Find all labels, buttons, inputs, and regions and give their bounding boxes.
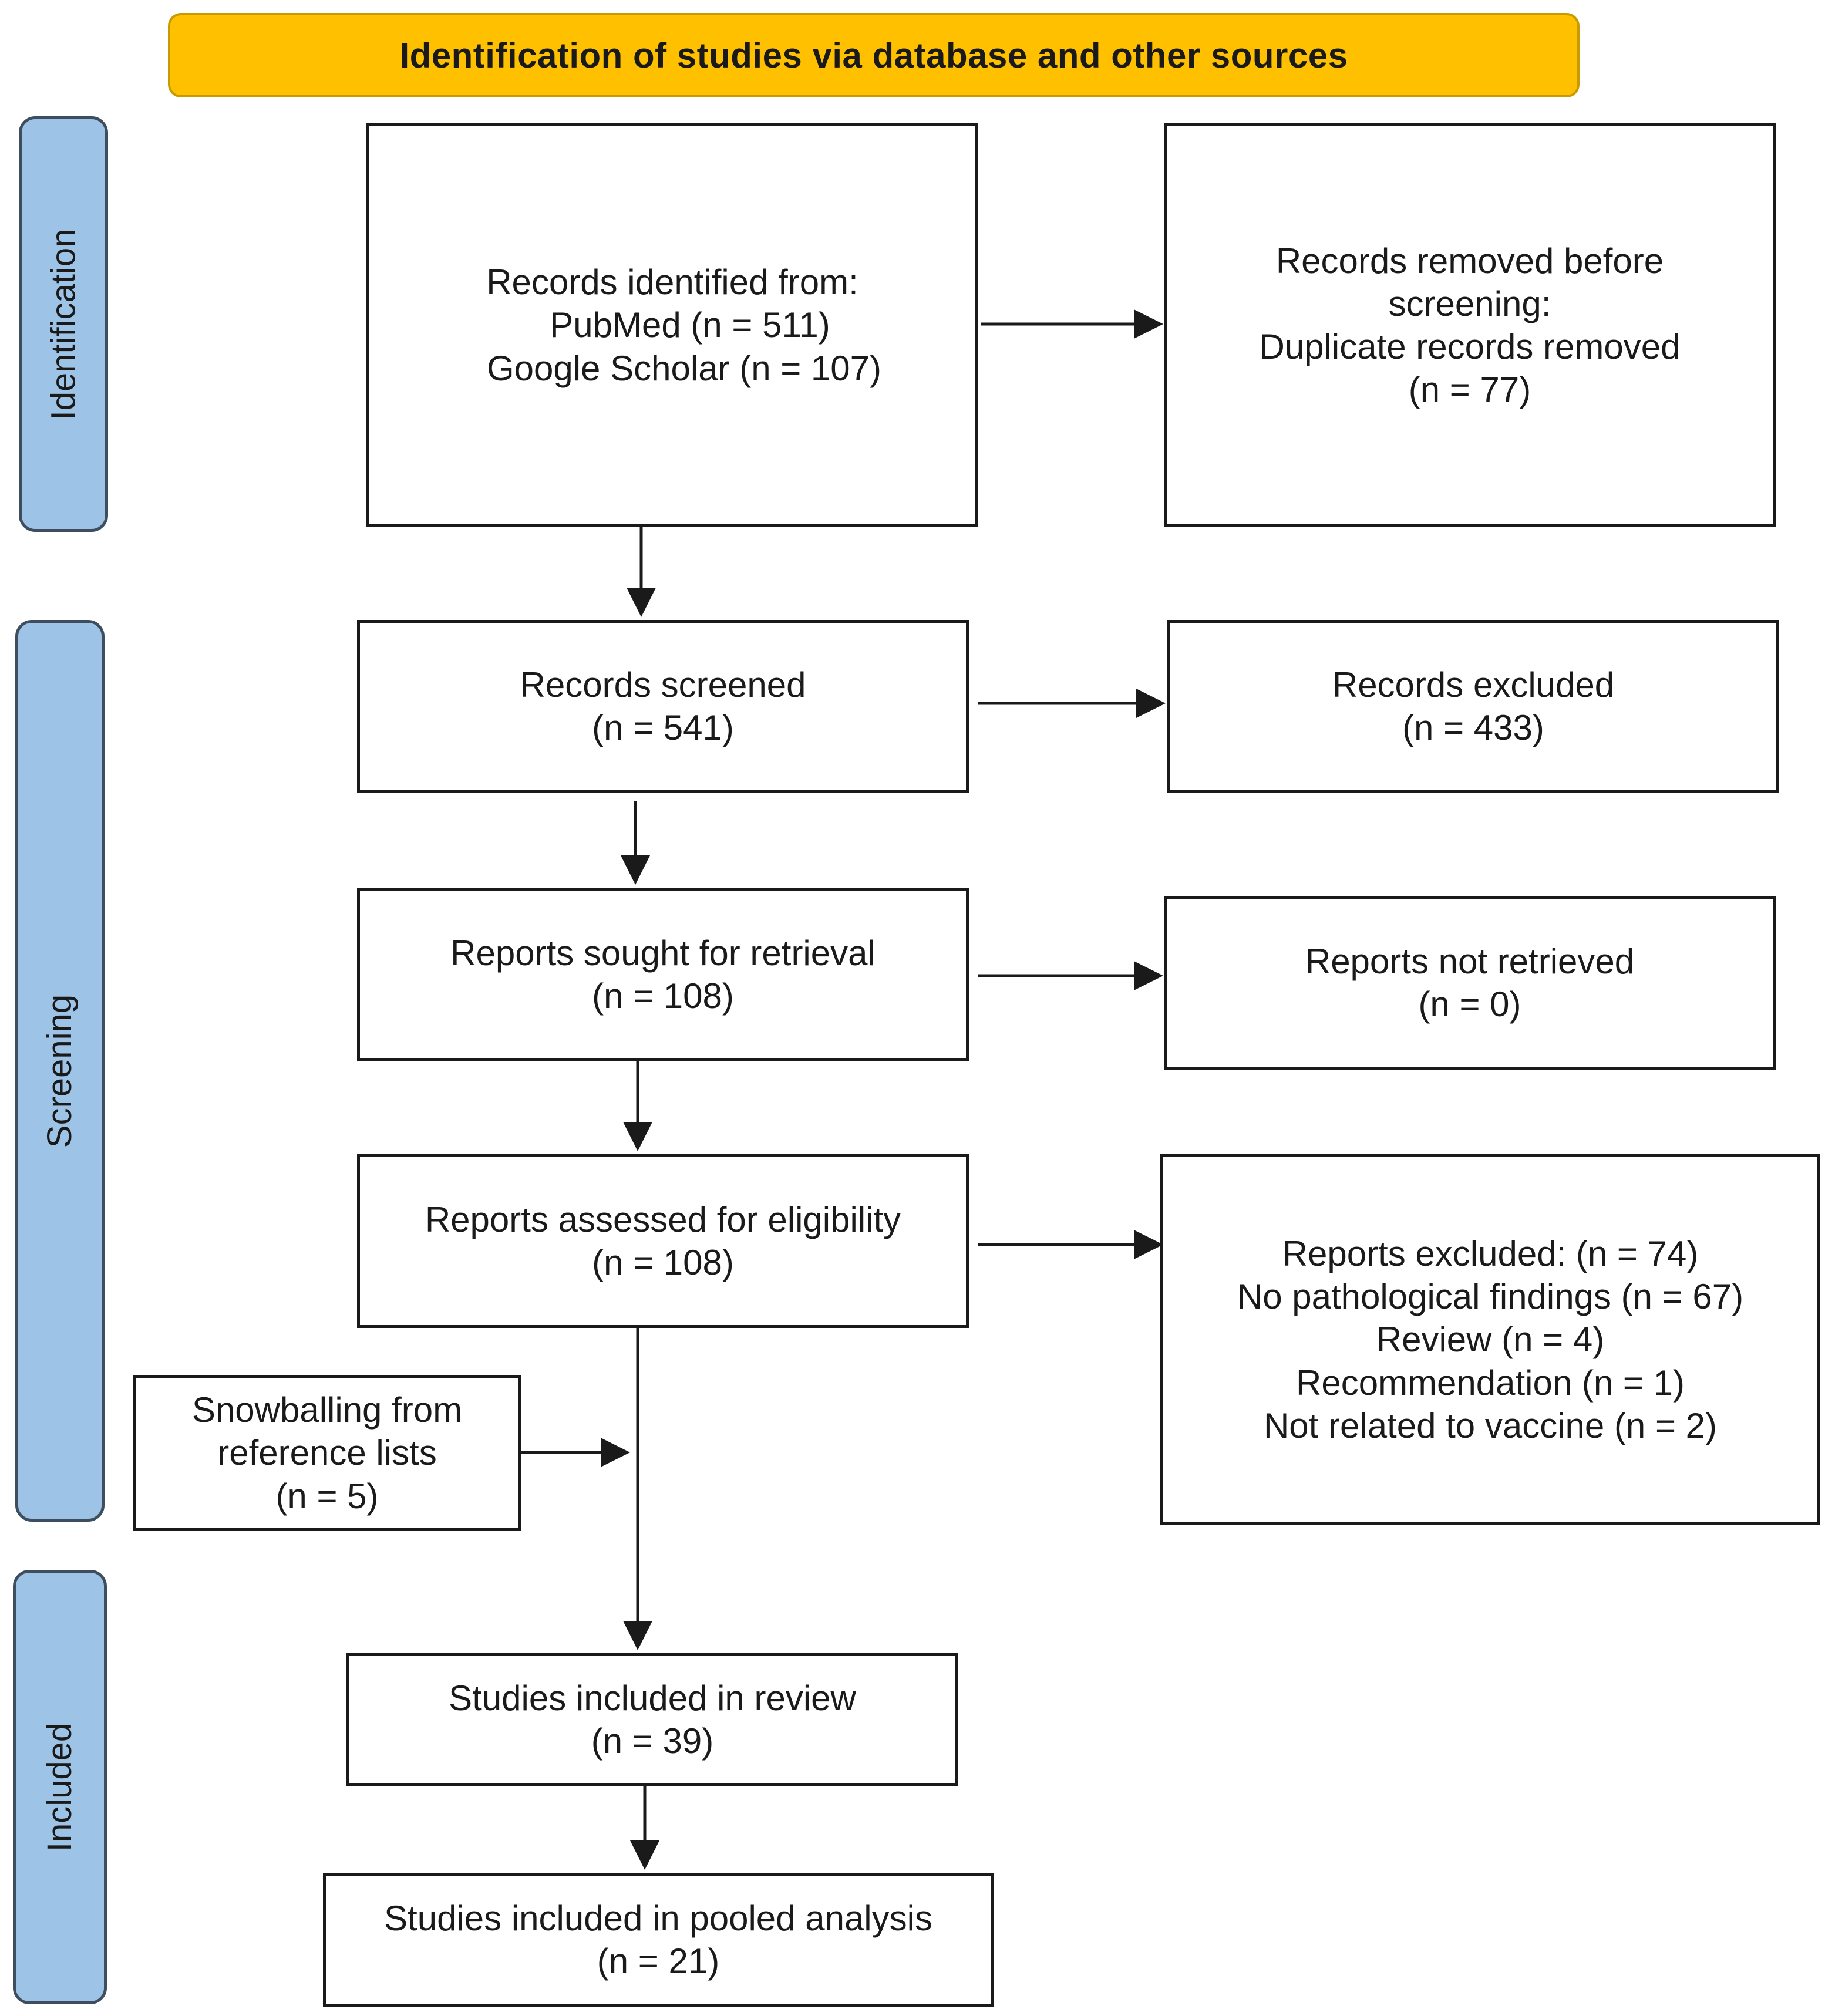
box-records-screened: Records screened (n = 541) bbox=[357, 620, 969, 793]
box-reports-excluded: Reports excluded: (n = 74) No pathologic… bbox=[1160, 1154, 1820, 1525]
box-reports-not-retrieved: Reports not retrieved (n = 0) bbox=[1164, 896, 1776, 1070]
reports-excluded-line-5: Not related to vaccine (n = 2) bbox=[1263, 1405, 1718, 1445]
studies-pooled-line-1: Studies included in pooled analysis bbox=[384, 1898, 932, 1938]
box-records-excluded: Records excluded (n = 433) bbox=[1167, 620, 1779, 793]
studies-review-line-1: Studies included in review bbox=[449, 1678, 856, 1718]
box-studies-pooled: Studies included in pooled analysis (n =… bbox=[323, 1873, 994, 2007]
records-removed-line-1: Records removed before bbox=[1275, 241, 1664, 281]
phase-identification: Identification bbox=[19, 116, 108, 532]
records-removed-line-4: (n = 77) bbox=[1408, 370, 1531, 410]
records-excluded-line-1: Records excluded bbox=[1332, 665, 1615, 704]
header-title: Identification of studies via database a… bbox=[399, 35, 1348, 75]
records-screened-line-2: (n = 541) bbox=[592, 708, 734, 747]
reports-sought-line-1: Reports sought for retrieval bbox=[450, 933, 876, 973]
box-reports-assessed: Reports assessed for eligibility (n = 10… bbox=[357, 1154, 969, 1328]
snowballing-line-2: reference lists bbox=[217, 1433, 437, 1473]
box-records-identified: Records identified from: PubMed (n = 511… bbox=[366, 123, 978, 527]
records-identified-line-3: Google Scholar (n = 107) bbox=[486, 348, 882, 388]
records-removed-line-2: screening: bbox=[1388, 284, 1551, 323]
reports-sought-line-2: (n = 108) bbox=[592, 976, 734, 1016]
studies-pooled-line-2: (n = 21) bbox=[597, 1941, 720, 1981]
records-identified-line-1: Records identified from: bbox=[486, 262, 858, 302]
records-identified-line-2: PubMed (n = 511) bbox=[550, 305, 830, 345]
box-reports-sought: Reports sought for retrieval (n = 108) bbox=[357, 888, 969, 1061]
snowballing-line-3: (n = 5) bbox=[275, 1476, 379, 1516]
phase-screening: Screening bbox=[15, 620, 105, 1522]
records-screened-line-1: Records screened bbox=[520, 665, 806, 704]
reports-excluded-line-3: Review (n = 4) bbox=[1376, 1320, 1605, 1360]
phase-included: Included bbox=[13, 1570, 107, 2004]
studies-review-line-2: (n = 39) bbox=[591, 1721, 714, 1761]
reports-excluded-line-1: Reports excluded: (n = 74) bbox=[1282, 1234, 1699, 1274]
records-excluded-line-2: (n = 433) bbox=[1402, 708, 1544, 747]
box-studies-review: Studies included in review (n = 39) bbox=[346, 1653, 958, 1786]
snowballing-line-1: Snowballing from bbox=[191, 1390, 463, 1430]
reports-excluded-line-2: No pathological findings (n = 67) bbox=[1237, 1277, 1744, 1317]
reports-assessed-line-2: (n = 108) bbox=[592, 1243, 734, 1282]
box-snowballing: Snowballing from reference lists (n = 5) bbox=[133, 1375, 521, 1531]
reports-excluded-line-4: Recommendation (n = 1) bbox=[1296, 1363, 1685, 1403]
header-bar: Identification of studies via database a… bbox=[168, 13, 1580, 97]
box-records-removed: Records removed before screening: Duplic… bbox=[1164, 123, 1776, 527]
reports-not-retrieved-line-2: (n = 0) bbox=[1418, 985, 1521, 1024]
reports-not-retrieved-line-1: Reports not retrieved bbox=[1305, 941, 1635, 981]
records-removed-line-3: Duplicate records removed bbox=[1259, 327, 1681, 366]
reports-assessed-line-1: Reports assessed for eligibility bbox=[425, 1199, 901, 1239]
